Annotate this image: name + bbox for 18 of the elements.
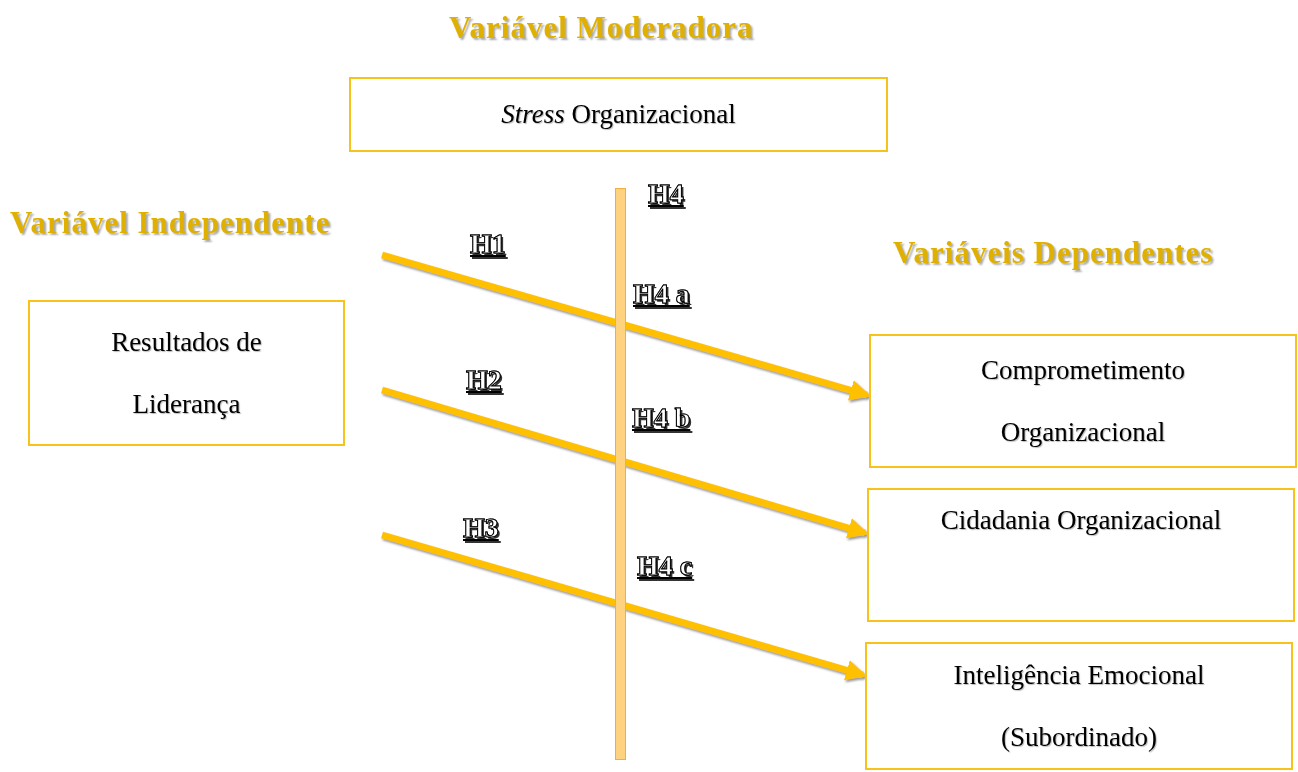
group-heading: Variável Moderadora — [449, 10, 754, 46]
box-label: Resultados de Liderança — [110, 325, 263, 421]
hypothesis-label: H4 c — [637, 550, 693, 582]
box-label: Comprometimento Organizacional — [980, 353, 1186, 449]
box-label: Cidadania Organizacional — [940, 504, 1222, 537]
box-label: Inteligência Emocional (Subordinado) — [952, 658, 1206, 754]
variable-box — [865, 642, 1293, 770]
variable-box — [869, 334, 1297, 468]
vertical-bar — [615, 188, 626, 760]
box-label: Stress Organizacional — [501, 98, 736, 131]
group-heading: Variável Independente — [10, 205, 331, 241]
variable-box — [28, 300, 345, 446]
variable-box — [349, 77, 888, 152]
variable-box — [867, 488, 1295, 622]
hypothesis-label: H4 b — [632, 402, 691, 434]
hypothesis-label: H4 — [648, 178, 684, 210]
group-heading: Variáveis Dependentes — [893, 235, 1214, 271]
hypothesis-label: H4 a — [633, 278, 690, 310]
